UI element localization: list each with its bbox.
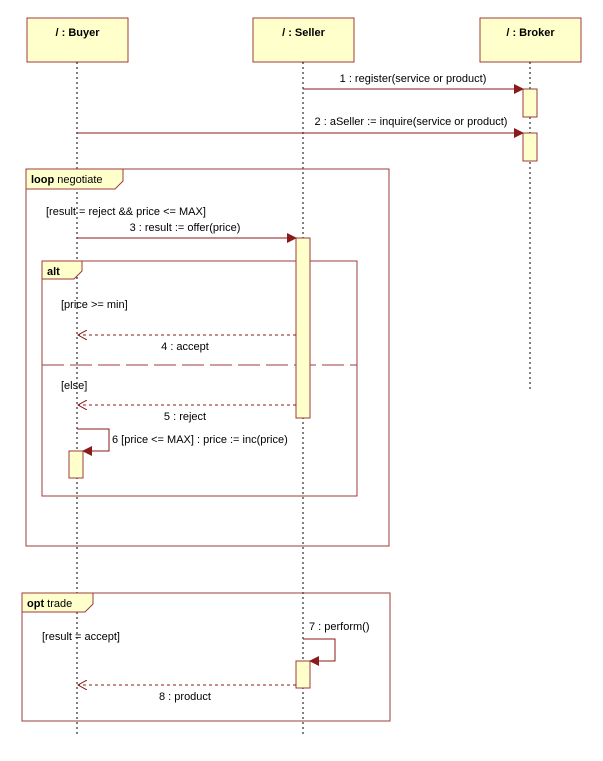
loop-keyword: loop xyxy=(31,174,54,186)
opt-name: trade xyxy=(47,598,72,610)
lifeline-seller-label: / : Seller xyxy=(282,27,326,39)
message-7-label: 7 : perform() xyxy=(309,621,370,633)
message-8-label: 8 : product xyxy=(159,691,211,703)
alt-frame xyxy=(41,260,358,497)
message-5-label: 5 : reject xyxy=(164,411,206,423)
broker-activation-1 xyxy=(522,88,538,118)
broker-activation-2 xyxy=(522,132,538,162)
alt-keyword: alt xyxy=(47,266,60,278)
buyer-activation-inc xyxy=(68,450,84,479)
message-8[interactable]: 8 : product xyxy=(78,685,296,703)
opt-guard: [result = accept] xyxy=(42,631,120,643)
lifeline-broker-label: / : Broker xyxy=(506,27,555,39)
message-3[interactable]: 3 : result := offer(price) xyxy=(77,222,297,243)
loop-frame xyxy=(25,168,390,547)
message-1-label: 1 : register(service or product) xyxy=(340,73,487,85)
lifeline-broker[interactable]: / : Broker xyxy=(479,17,582,63)
seller-activation-offer xyxy=(295,237,311,419)
message-1[interactable]: 1 : register(service or product) xyxy=(303,73,524,94)
loop-fragment[interactable]: loop negotiate [result = reject && price… xyxy=(25,168,390,547)
loop-name: negotiate xyxy=(57,174,102,186)
message-7-arrow xyxy=(303,638,336,666)
seller-activation-perform xyxy=(295,660,311,689)
opt-frame-tab xyxy=(21,592,94,613)
lifeline-buyer-box[interactable] xyxy=(26,17,129,63)
alt-frame-tab xyxy=(41,260,83,280)
message-4-label: 4 : accept xyxy=(161,341,209,353)
message-6-label: 6 [price <= MAX] : price := inc(price) xyxy=(112,434,288,446)
message-6-arrow xyxy=(77,428,110,456)
lifeline-seller-box[interactable] xyxy=(252,17,355,63)
message-4[interactable]: 4 : accept xyxy=(78,335,296,353)
message-6[interactable]: 6 [price <= MAX] : price := inc(price) xyxy=(77,428,288,456)
lifeline-buyer[interactable]: / : Buyer xyxy=(26,17,129,63)
alt-fragment[interactable]: alt [price >= min] [else] xyxy=(41,260,358,497)
message-2-label: 2 : aSeller := inquire(service or produc… xyxy=(315,116,508,128)
opt-fragment[interactable]: opt trade [result = accept] xyxy=(21,592,391,722)
message-5[interactable]: 5 : reject xyxy=(78,405,296,423)
alt-guard-1: [price >= min] xyxy=(61,299,128,311)
message-3-label: 3 : result := offer(price) xyxy=(130,222,241,234)
opt-keyword: opt xyxy=(27,598,44,610)
loop-frame-label: loop negotiate xyxy=(31,174,103,186)
loop-guard: [result = reject && price <= MAX] xyxy=(46,206,206,218)
lifeline-seller[interactable]: / : Seller xyxy=(252,17,355,63)
lifeline-buyer-label: / : Buyer xyxy=(55,27,100,39)
lifeline-broker-box[interactable] xyxy=(479,17,582,63)
message-2[interactable]: 2 : aSeller := inquire(service or produc… xyxy=(77,116,524,138)
opt-frame xyxy=(21,592,391,722)
message-7[interactable]: 7 : perform() xyxy=(303,621,370,666)
alt-guard-2: [else] xyxy=(61,380,87,392)
loop-frame-tab xyxy=(25,168,124,190)
opt-frame-label: opt trade xyxy=(27,598,72,610)
